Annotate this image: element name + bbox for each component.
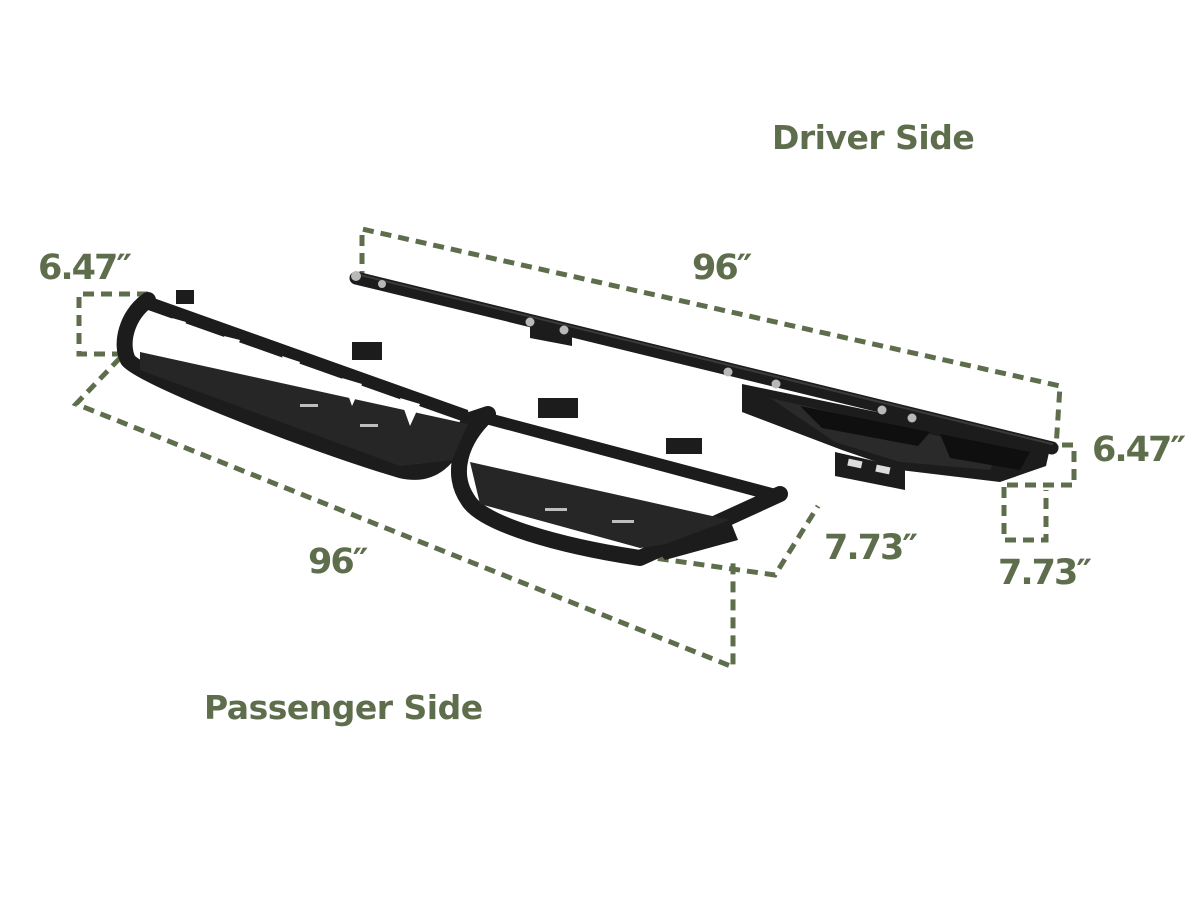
passenger-length-label: 96″ xyxy=(308,542,368,582)
passenger-length-dimension xyxy=(71,356,736,671)
passenger-side-step xyxy=(116,290,788,566)
driver-side-label: Driver Side xyxy=(772,118,975,157)
driver-width-dimension xyxy=(1001,487,1049,543)
passenger-width-dimension xyxy=(639,504,821,578)
driver-length-label: 96″ xyxy=(692,248,752,288)
driver-height-label: 6.47″ xyxy=(1092,430,1186,470)
passenger-height-label: 6.47″ xyxy=(38,248,132,288)
driver-width-label: 7.73″ xyxy=(998,553,1092,593)
dimension-lines xyxy=(71,225,1077,671)
passenger-width-label: 7.73″ xyxy=(824,528,918,568)
driver-side-step xyxy=(349,271,1059,490)
driver-length-dimension xyxy=(359,225,1063,449)
passenger-height-dimension xyxy=(76,291,148,357)
passenger-side-label: Passenger Side xyxy=(204,688,483,727)
